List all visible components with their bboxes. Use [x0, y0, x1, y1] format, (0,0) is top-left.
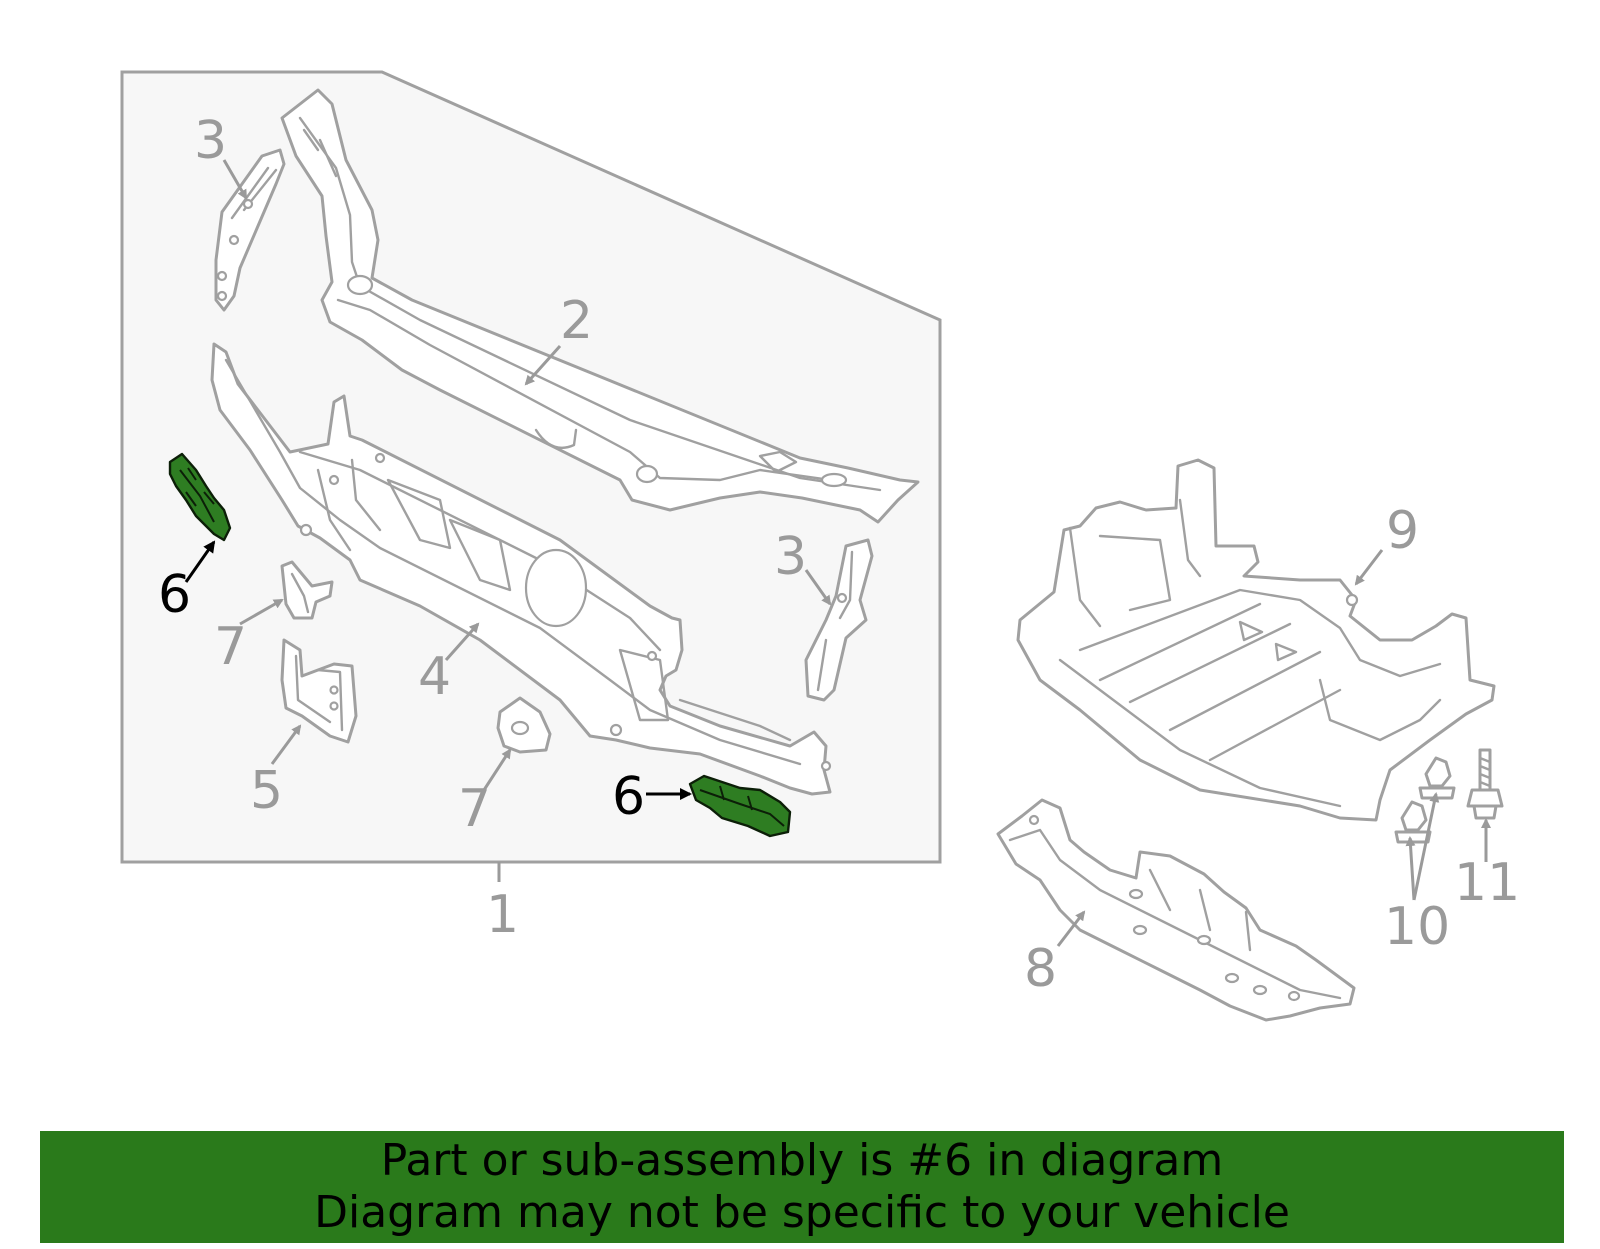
upper-tie-bar-part: [280, 88, 920, 524]
leader-9: [1354, 549, 1384, 586]
engine-undercover-part: [1016, 458, 1496, 822]
callout-10: 10: [1384, 897, 1450, 957]
clip-10a-part: [1394, 800, 1432, 844]
leader-5: [270, 724, 302, 765]
callout-8: 8: [1024, 939, 1057, 999]
leader-10a: [1405, 836, 1416, 901]
banner-line-part-number: Part or sub-assembly is #6 in diagram: [380, 1135, 1224, 1186]
clip-10b-part: [1418, 756, 1456, 800]
callout-1: 1: [486, 885, 519, 945]
info-banner: Part or sub-assembly is #6 in diagram Di…: [40, 1131, 1564, 1243]
leader-2: [524, 344, 562, 386]
leader-10b: [1412, 792, 1440, 901]
leader-4: [444, 622, 480, 661]
leader-6-left: [184, 540, 216, 583]
bracket-7-center-part: [496, 696, 552, 754]
leader-3-left: [222, 159, 248, 200]
callout-7-left: 7: [214, 617, 247, 677]
callout-6-left: 6: [158, 565, 191, 625]
bracket-5-part: [280, 638, 358, 744]
leader-7-center: [482, 748, 512, 791]
callout-5: 5: [250, 761, 283, 821]
lower-deflector-part: [996, 798, 1356, 1022]
callout-11: 11: [1454, 853, 1520, 913]
bracket-3-right-part: [804, 538, 874, 702]
callout-4: 4: [418, 647, 451, 707]
callout-9: 9: [1386, 501, 1419, 561]
leader-8: [1056, 910, 1086, 947]
callout-3-right: 3: [774, 527, 807, 587]
bracket-7-left-part: [280, 560, 334, 620]
leader-7-left: [239, 598, 284, 626]
leader-3-right: [804, 569, 832, 606]
radiator-support-panel-part: [210, 342, 832, 796]
bolt-11-part: [1466, 748, 1504, 820]
bracket-3-left-part: [214, 148, 286, 312]
bracket-6-left-part: [168, 452, 232, 542]
banner-line-disclaimer: Diagram may not be specific to your vehi…: [314, 1187, 1290, 1238]
callout-2: 2: [560, 291, 593, 351]
callout-6-right: 6: [612, 767, 645, 827]
bracket-6-right-part: [688, 774, 792, 838]
assembly-group-box: [120, 70, 942, 864]
callout-3-left: 3: [194, 111, 227, 171]
callout-7-center: 7: [458, 779, 491, 839]
